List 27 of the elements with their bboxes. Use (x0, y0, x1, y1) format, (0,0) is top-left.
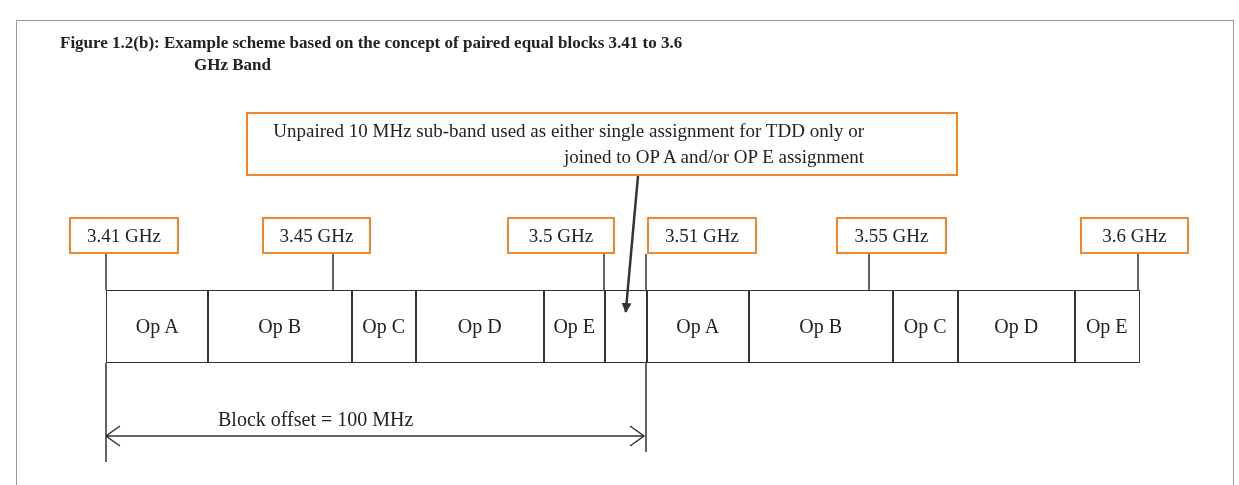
callout-box: Unpaired 10 MHz sub-band used as either single assignment for TDD only or joined to OP A and/or OP E assignment (246, 112, 958, 176)
frequency-label: 3.51 GHz (647, 217, 757, 254)
band-block: Op D (957, 290, 1076, 363)
band-block: Op B (748, 290, 894, 363)
band-block: Op C (351, 290, 417, 363)
frequency-label: 3.55 GHz (836, 217, 947, 254)
leader-line (105, 253, 107, 291)
leader-line (645, 253, 647, 291)
band-block: Op E (1074, 290, 1140, 363)
leader-line (603, 253, 605, 291)
frequency-label: 3.45 GHz (262, 217, 371, 254)
band-block: Op A (646, 290, 750, 363)
empty-band-block (604, 290, 648, 363)
frequency-label: 3.41 GHz (69, 217, 179, 254)
frequency-label: 3.5 GHz (507, 217, 615, 254)
figure-title: Figure 1.2(b): Example scheme based on the concept of paired equal blocks 3.41 to 3.6 GHz Band (60, 32, 684, 76)
arrow (621, 175, 640, 313)
band-block: Op B (207, 290, 353, 363)
frequency-label: 3.6 GHz (1080, 217, 1189, 254)
dimension-label: Block offset = 100 MHz (218, 408, 414, 431)
band-block: Op D (415, 290, 545, 363)
band-block: Op C (892, 290, 959, 363)
leader-line (332, 253, 334, 291)
leader-line (1137, 253, 1139, 291)
leader-line (868, 253, 870, 291)
band-block: Op A (106, 290, 209, 363)
band-block: Op E (543, 290, 606, 363)
